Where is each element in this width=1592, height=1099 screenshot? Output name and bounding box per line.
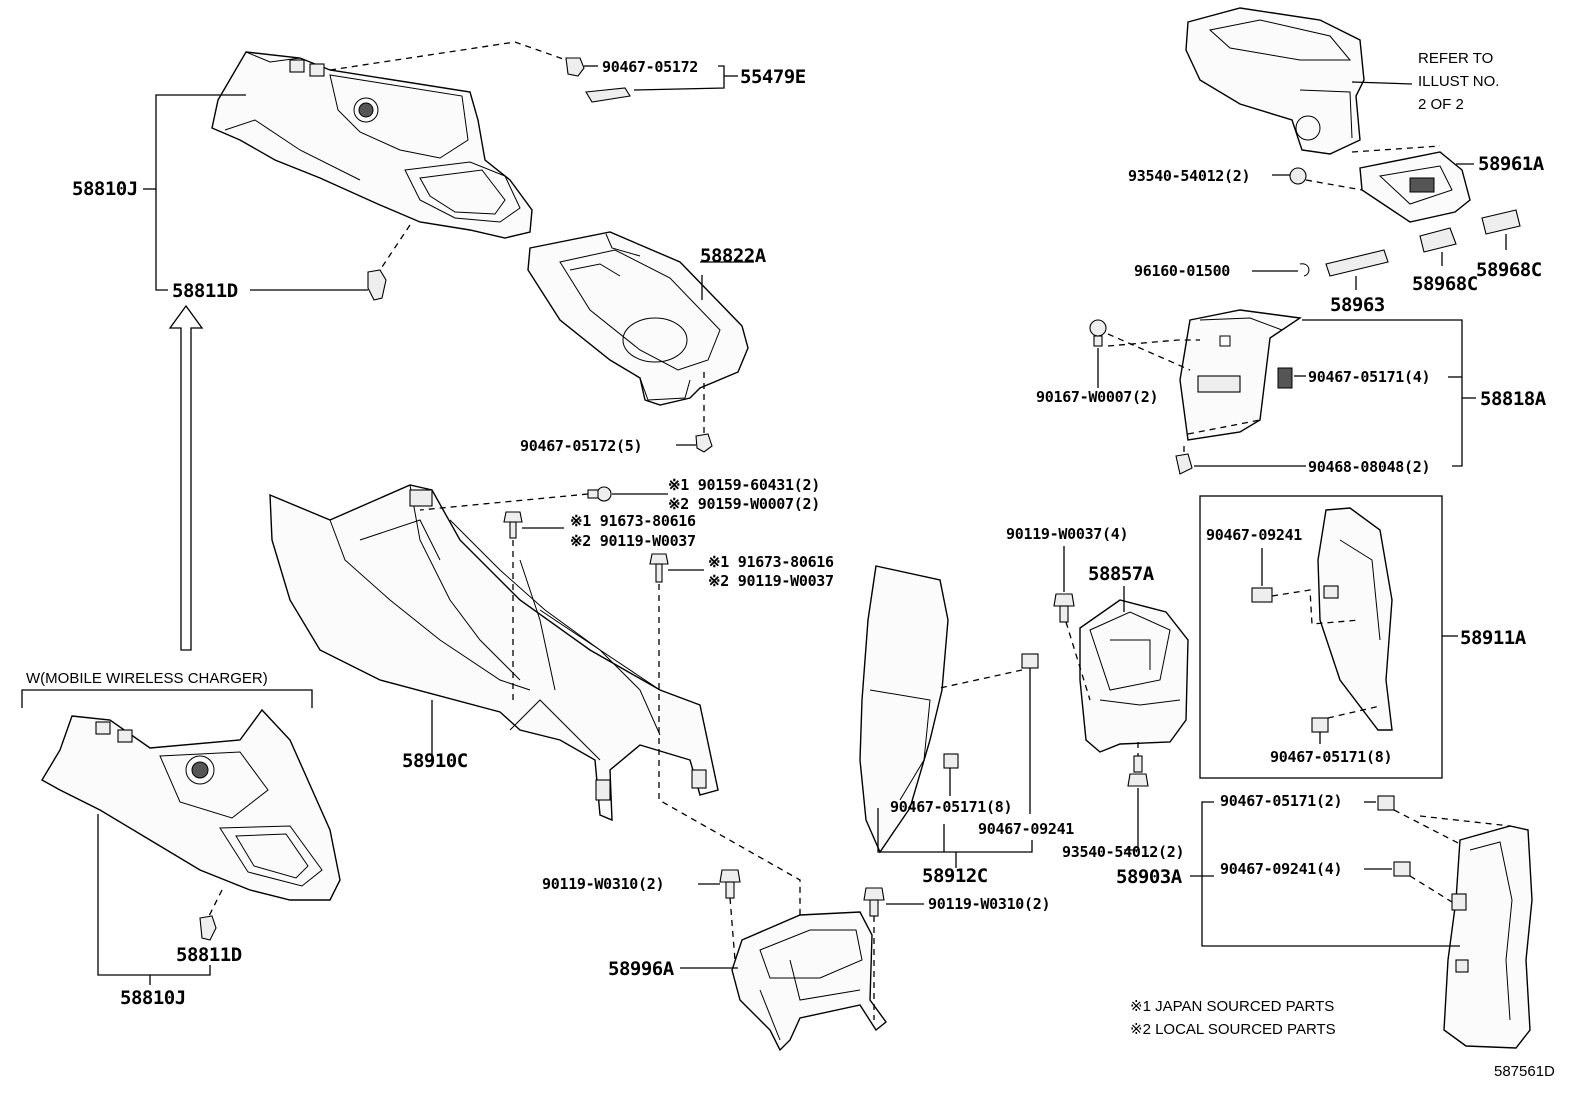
label-2-of-2: 2 OF 2 xyxy=(1418,96,1464,113)
bracket-58818A xyxy=(1179,309,1302,441)
screw-93540-bottom xyxy=(1127,755,1149,787)
label-58822A: 58822A xyxy=(700,245,767,267)
label-55479E: 55479E xyxy=(740,66,806,88)
clip-90467-09241-mid xyxy=(1021,653,1039,669)
label-90467-05172: 90467-05172 xyxy=(602,58,698,76)
armrest-lid xyxy=(1185,7,1365,155)
label-90467-05171-8-box: 90467-05171(8) xyxy=(1270,748,1392,766)
clip-58811D-top xyxy=(367,269,387,301)
screw-90167 xyxy=(1089,319,1107,347)
clip-96160 xyxy=(1299,263,1310,277)
clip-90467-09241-box xyxy=(1251,587,1273,603)
label-58968C-a: 58968C xyxy=(1412,273,1478,295)
label-58857A: 58857A xyxy=(1088,563,1155,585)
label-note1-90159-60431: ※1 90159-60431(2) xyxy=(668,476,820,494)
label-96160-01500: 96160-01500 xyxy=(1134,262,1230,280)
bushing-58968C-a xyxy=(1419,227,1457,253)
clip-90467-05172 xyxy=(565,57,585,77)
tray-58822A xyxy=(527,231,749,406)
label-90119-W0310-right: 90119-W0310(2) xyxy=(928,895,1050,913)
bushing-58968C-b xyxy=(1481,209,1521,235)
label-note1-91673-a: ※1 91673-80616 xyxy=(570,512,696,530)
console-box-58910C xyxy=(269,484,719,822)
label-90119-W0310-left: 90119-W0310(2) xyxy=(542,875,664,893)
label-90467-09241-box: 90467-09241 xyxy=(1206,526,1302,544)
label-58996A: 58996A xyxy=(608,958,675,980)
legend-local-sourced: ※2 LOCAL SOURCED PARTS xyxy=(1130,1021,1336,1038)
box-58911A xyxy=(1199,495,1443,779)
label-refer-to: REFER TO xyxy=(1418,50,1493,67)
bolt-91673-b xyxy=(649,553,669,583)
label-90167-W0007: 90167-W0007(2) xyxy=(1036,388,1158,406)
label-58963: 58963 xyxy=(1330,294,1385,316)
label-note2-90159-W0007: ※2 90159-W0007(2) xyxy=(668,495,820,513)
label-note2-90119-b: ※2 90119-W0037 xyxy=(708,572,834,590)
hinge-58961A xyxy=(1359,151,1471,223)
bolt-90119-W0310-left xyxy=(719,869,741,899)
bolt-90119-W0310-right xyxy=(863,887,885,917)
part-55479E xyxy=(585,87,631,103)
label-58968C-b: 58968C xyxy=(1476,259,1542,281)
side-panel-58911A xyxy=(1317,507,1393,731)
figure-code: 587561D xyxy=(1494,1063,1555,1080)
screw-90159 xyxy=(587,486,612,502)
label-90119-W0037-4: 90119-W0037(4) xyxy=(1006,525,1128,543)
label-90467-05171-4: 90467-05171(4) xyxy=(1308,368,1430,386)
label-90467-09241-4: 90467-09241(4) xyxy=(1220,860,1342,878)
clip-90467-05171-8-box xyxy=(1311,717,1329,733)
bolt-90119-W0037 xyxy=(1053,593,1075,623)
clip-90467-05171-8-mid xyxy=(943,753,959,769)
label-93540-54012-top: 93540-54012(2) xyxy=(1128,167,1250,185)
bolt-91673-a xyxy=(503,511,523,539)
clip-90467-05171-2 xyxy=(1377,795,1395,811)
bracket-58996A xyxy=(731,911,887,1052)
label-58810J-top: 58810J xyxy=(72,178,138,200)
label-90467-05172-5: 90467-05172(5) xyxy=(520,437,642,455)
label-58811D-bottom: 58811D xyxy=(176,944,242,966)
clip-90467-05172-5 xyxy=(695,433,713,453)
label-58810J-bottom: 58810J xyxy=(120,987,186,1009)
pin-58963 xyxy=(1325,249,1389,277)
label-illust-no: ILLUST NO. xyxy=(1418,73,1499,90)
label-90468-08048: 90468-08048(2) xyxy=(1308,458,1430,476)
label-90467-05171-2: 90467-05171(2) xyxy=(1220,792,1342,810)
screw-93540-top xyxy=(1289,167,1307,185)
end-panel-58903A xyxy=(1443,825,1533,1049)
label-note2-90119-a: ※2 90119-W0037 xyxy=(570,532,696,550)
console-panel-58810J-top xyxy=(211,51,533,239)
label-58818A: 58818A xyxy=(1480,388,1547,410)
bracket-58857A xyxy=(1079,599,1189,753)
arrow-up-icon xyxy=(168,304,204,651)
label-93540-54012-bottom: 93540-54012(2) xyxy=(1062,843,1184,861)
label-58911A: 58911A xyxy=(1460,627,1527,649)
label-note1-91673-b: ※1 91673-80616 xyxy=(708,553,834,571)
side-panel-58912C xyxy=(859,565,949,854)
clip-90468 xyxy=(1175,453,1193,475)
clip-90467-05171-4 xyxy=(1277,367,1293,389)
console-panel-58810J-bottom xyxy=(41,708,341,901)
legend-japan-sourced: ※1 JAPAN SOURCED PARTS xyxy=(1130,998,1334,1015)
clip-58811D-bottom xyxy=(199,915,217,941)
clip-90467-09241-4 xyxy=(1393,861,1411,877)
label-58961A: 58961A xyxy=(1478,153,1545,175)
label-58912C: 58912C xyxy=(922,865,988,887)
label-58903A: 58903A xyxy=(1116,866,1183,888)
label-w-mobile-wireless-charger: W(MOBILE WIRELESS CHARGER) xyxy=(26,670,268,687)
label-90467-05171-8-mid: 90467-05171(8) xyxy=(890,798,1012,816)
label-58811D-top: 58811D xyxy=(172,280,238,302)
label-90467-09241-mid: 90467-09241 xyxy=(978,820,1074,838)
label-58910C: 58910C xyxy=(402,750,468,772)
